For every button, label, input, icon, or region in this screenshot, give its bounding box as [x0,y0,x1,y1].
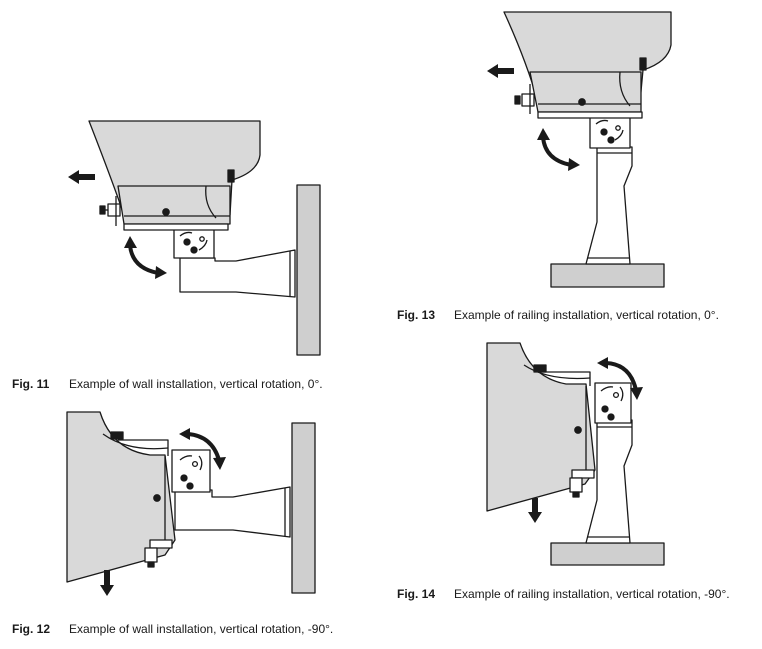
wall-bracket [174,486,291,538]
fig-14-illustration [486,342,665,566]
rotation-arrow-icon [597,357,643,400]
tilt-adjuster [589,115,631,149]
arrow-down-icon [528,498,542,523]
fig-13-illustration [487,11,672,288]
fig-11-number: Fig. 11 [12,377,50,391]
rotation-arrow-icon [124,236,167,279]
fig-13-number: Fig. 13 [397,308,436,322]
fig-13-text: Example of railing installation, vertica… [454,308,719,322]
fig-12-text: Example of wall installation, vertical r… [69,622,334,636]
fig-11-illustration [68,120,321,356]
fig-14-caption: Fig. 14 Example of railing installation, … [397,587,730,601]
fig-11-text: Example of wall installation, vertical r… [69,377,323,391]
fig-12-illustration [66,411,316,596]
railing-base [550,542,665,566]
arrow-left-icon [68,170,95,184]
railing-base [550,263,665,288]
arrow-down-icon [100,570,114,596]
fig-14-number: Fig. 14 [397,587,436,601]
tilt-adjuster [594,382,632,424]
fig-13-caption: Fig. 13 Example of railing installation, … [397,308,719,322]
fig-12-number: Fig. 12 [12,622,51,636]
fig-11-caption: Fig. 11 Example of wall installation, ver… [12,377,323,391]
fig-12-caption: Fig. 12 Example of wall installation, ver… [12,622,333,636]
wall-plate [291,422,316,594]
wall-plate [296,184,321,356]
arrow-left-icon [487,64,514,78]
camera-housing [66,411,176,583]
camera-body-lower [117,185,231,225]
railing-column [585,419,633,544]
rotation-arrow-icon [179,428,226,470]
rotation-arrow-icon [537,128,580,171]
fig-14-text: Example of railing installation, vertica… [454,587,730,601]
wall-bracket [179,249,296,298]
railing-column [585,146,633,265]
